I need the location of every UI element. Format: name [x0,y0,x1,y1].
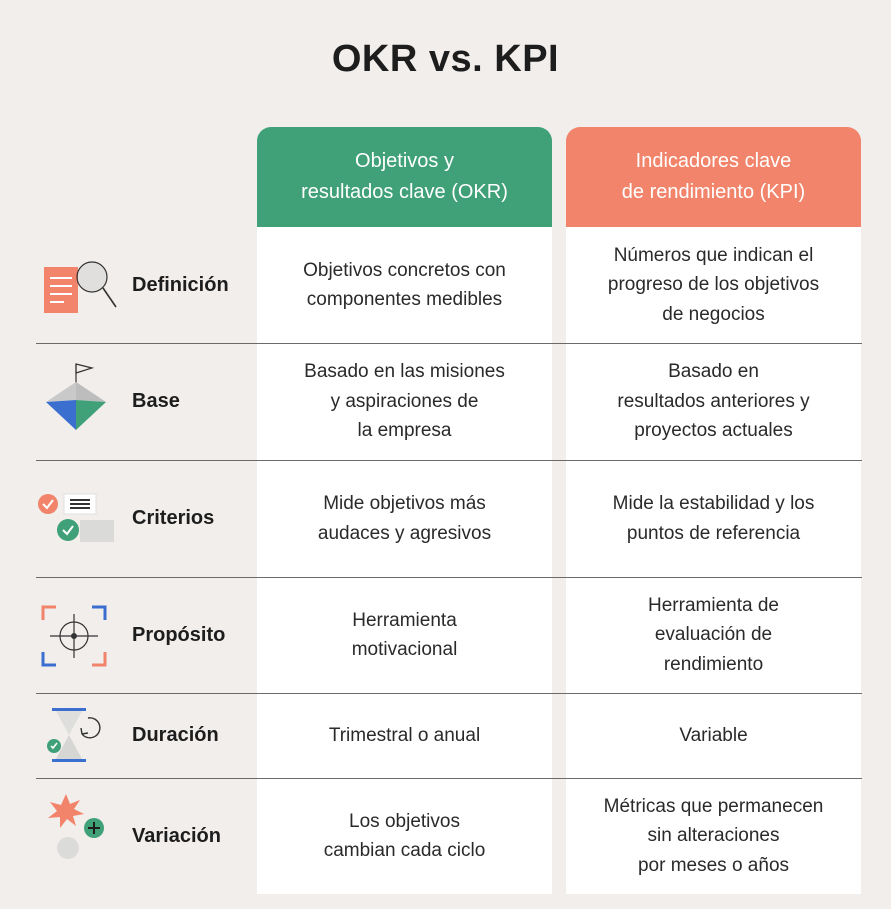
okr-header-line: Objetivos y [355,150,454,172]
okr-cell-criterios: Mide objetivos más audaces y agresivos [257,460,552,577]
kpi-column-body [566,227,861,894]
flag-pyramid-icon [46,363,106,430]
checklist-icon [38,493,114,542]
cell-line: Herramienta [352,609,457,631]
kpi-cell-variacion: Métricas que permanecen sin alteraciones… [566,778,861,894]
okr-cell-duracion: Trimestral o anual [257,693,552,778]
row-divider [36,343,862,344]
cell-line: audaces y agresivos [317,522,492,544]
okr-cell-definicion: Objetivos concretos con componentes medi… [257,227,552,343]
okr-cell-base: Basado en las misiones y aspiraciones de… [257,343,552,460]
kpi-cell-duracion: Variable [566,693,861,778]
row-divider [36,460,862,461]
cell-line: Mide objetivos más [323,493,486,514]
kpi-cell-definicion: Números que indican el progreso de los o… [566,227,861,343]
okr-column-header: Objetivos y resultados clave (OKR) [257,127,552,227]
row-divider [36,577,862,578]
cell-line: proyectos actuales [634,420,793,442]
okr-column-body [257,227,552,894]
row-divider [36,778,862,779]
cell-line: la empresa [357,420,452,442]
kpi-column-header: Indicadores clave de rendimiento (KPI) [566,127,861,227]
cell-line: componentes medibles [306,289,503,310]
row-label-duracion: Duración [132,724,219,746]
kpi-header-line: Indicadores clave [635,150,792,172]
cell-line: Herramienta de [648,594,779,616]
hourglass-cycle-icon [47,708,101,762]
kpi-cell-base: Basado en resultados anteriores y proyec… [566,343,861,460]
row-label-criterios: Criterios [132,507,215,529]
row-label-definicion: Definición [132,273,229,296]
okr-cell-proposito: Herramienta motivacional [257,577,552,693]
kpi-cell-criterios: Mide la estabilidad y los puntos de refe… [566,460,861,577]
cell-line: resultados anteriores y [617,390,810,412]
cell-line: Métricas que permanecen [603,795,824,817]
cell-line: por meses o años [637,854,790,876]
row-label-base: Base [132,390,180,412]
document-magnifier-icon [44,261,117,313]
cell-line: y aspiraciones de [330,390,479,412]
row-label-variacion: Variación [132,824,221,847]
row-divider [36,693,862,694]
cell-line: evaluación de [654,624,773,646]
burst-plus-icon [48,794,104,859]
cell-line: de negocios [662,303,765,325]
cell-line: Basado en las misiones [304,361,505,383]
row-label-proposito: Propósito [132,623,226,646]
cell-line: sin alteraciones [647,825,780,847]
cell-line: Variable [679,724,748,746]
page-title: OKR vs. KPI [331,38,560,80]
cell-line: progreso de los objetivos [607,274,820,296]
cell-line: Basado en [668,361,759,383]
cell-line: motivacional [351,639,458,660]
cell-line: Objetivos concretos con [303,259,506,281]
cell-line: Los objetivos [349,810,460,832]
cell-line: Mide la estabilidad y los [612,493,815,514]
okr-cell-variacion: Los objetivos cambian cada ciclo [257,778,552,894]
kpi-cell-proposito: Herramienta de evaluación de rendimiento [566,577,861,693]
cell-line: puntos de referencia [626,522,801,544]
okr-header-line: resultados clave (OKR) [301,181,508,203]
cell-line: cambian cada ciclo [323,840,486,861]
cell-line: Números que indican el [613,244,814,266]
cell-line: rendimiento [663,653,764,675]
kpi-header-line: de rendimiento (KPI) [621,181,806,203]
target-crosshair-icon [41,605,107,667]
cell-line: Trimestral o anual [328,724,481,746]
